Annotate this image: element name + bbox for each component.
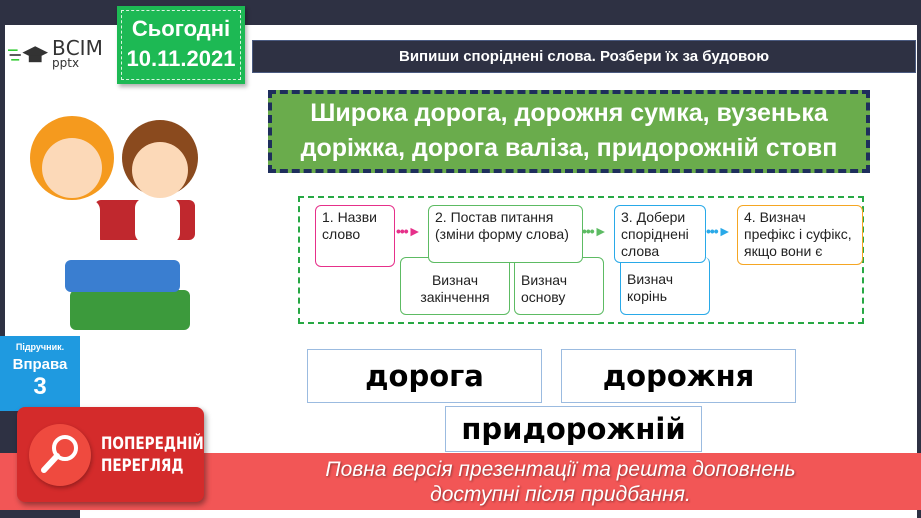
exercise-label: Вправа bbox=[12, 356, 68, 373]
algorithm-diagram: 1. Назви слово •••► 2. Постав питання (з… bbox=[298, 196, 864, 324]
preview-line: ПОПЕРЕДНІЙ bbox=[101, 433, 204, 454]
magnifier-icon bbox=[29, 423, 91, 486]
word-box: дорога bbox=[307, 349, 542, 403]
substep-ending: Визнач закінчення bbox=[400, 257, 510, 315]
exercise-source: Підручник. bbox=[15, 342, 65, 352]
exercise-number: 3 bbox=[33, 373, 47, 400]
banner-line: доступні після придбання. bbox=[430, 483, 691, 506]
arrow-icon: •••► bbox=[706, 223, 732, 239]
phrase-line: Широка дорога, дорожня сумка, вузенька bbox=[310, 99, 828, 127]
children-on-books-illustration bbox=[30, 116, 198, 330]
preview-line: ПЕРЕГЛЯД bbox=[101, 455, 184, 476]
graduation-cap-icon bbox=[8, 46, 48, 63]
arrow-icon: •••► bbox=[396, 223, 422, 239]
word-box: придорожній bbox=[445, 406, 702, 452]
phrase-line: доріжка, дорога валіза, придорожній стов… bbox=[300, 134, 838, 162]
date-badge: Сьогодні 10.11.2021 bbox=[117, 6, 245, 84]
step-1: 1. Назви слово bbox=[315, 205, 395, 267]
word-box: дорожня bbox=[561, 349, 796, 403]
step-3: 3. Добери споріднені слова bbox=[614, 205, 706, 263]
logo-sub: pptx bbox=[52, 55, 80, 70]
step-2: 2. Постав питання (зміни форму слова) bbox=[428, 205, 583, 263]
phrase-box: Широка дорога, дорожня сумка, вузенька д… bbox=[268, 90, 870, 173]
substep-root: Визнач корінь bbox=[620, 257, 710, 315]
exercise-badge: Підручник. Вправа 3 bbox=[0, 336, 80, 411]
logo-name: ВСІМ bbox=[52, 35, 103, 60]
step-4: 4. Визнач префікс і суфікс, якщо вони є bbox=[737, 205, 863, 265]
preview-button[interactable]: ПОПЕРЕДНІЙ ПЕРЕГЛЯД bbox=[17, 407, 204, 502]
date-value: 10.11.2021 bbox=[126, 46, 236, 71]
date-label: Сьогодні bbox=[131, 16, 231, 41]
banner-line: Повна версія презентації та решта доповн… bbox=[325, 458, 796, 481]
substep-stem: Визнач основу bbox=[514, 257, 604, 315]
task-title: Випиши споріднені слова. Розбери їх за б… bbox=[252, 40, 916, 73]
arrow-icon: •••► bbox=[582, 223, 608, 239]
